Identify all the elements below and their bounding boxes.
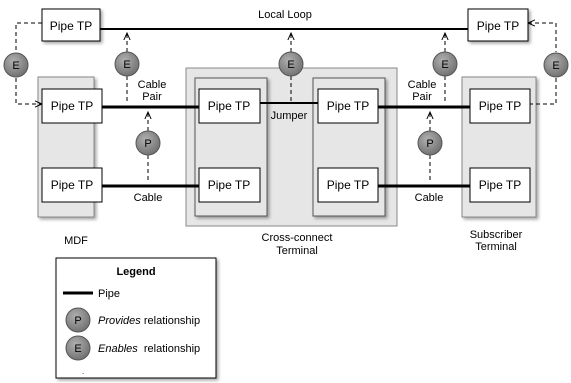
enables-letter: E <box>12 60 19 72</box>
pipe-tp-label: Pipe TP <box>327 178 369 192</box>
pipe-tp-label: Pipe TP <box>50 19 92 33</box>
pipe-tp-sub-bottom: Pipe TP <box>469 167 531 203</box>
pipe-tp-xc-left-bottom: Pipe TP <box>198 167 261 203</box>
pipe-tp-xc-right-top: Pipe TP <box>317 88 379 124</box>
enables-circle-outer-left: E <box>3 52 29 78</box>
pipe-tp-sub-top: Pipe TP <box>469 88 531 124</box>
cross-connect-label-line1: Cross-connect <box>262 232 333 244</box>
pipe-tp-label: Pipe TP <box>51 178 93 192</box>
legend-pipe-label: Pipe <box>98 288 120 300</box>
cable-pair-label-left-line1: Cable <box>138 79 167 91</box>
enables-letter: E <box>287 59 294 71</box>
provides-circle-left: P <box>135 130 161 156</box>
pipe-tp-label: Pipe TP <box>479 178 521 192</box>
legend-provides-italic: Provides <box>98 315 141 327</box>
pipe-tp-local-left: Pipe TP <box>41 8 101 42</box>
enables-letter: E <box>441 59 448 71</box>
local-loop-title: Local Loop <box>258 9 312 21</box>
enables-circle-inner-left: E <box>114 51 140 77</box>
legend-enables-label: Enables relationship <box>98 343 200 355</box>
enables-letter: E <box>123 59 130 71</box>
subscriber-label-line2: Terminal <box>475 241 517 253</box>
pipe-tp-xc-left-top: Pipe TP <box>198 88 261 124</box>
pipe-tp-label: Pipe TP <box>479 99 521 113</box>
cross-connect-label-line2: Terminal <box>276 245 318 257</box>
pipe-tp-label: Pipe TP <box>327 99 369 113</box>
legend-dot: . <box>82 367 84 376</box>
provides-letter: P <box>426 138 433 150</box>
enables-letter: E <box>74 343 81 355</box>
enables-circle-inner-right: E <box>432 51 458 77</box>
jumper-label: Jumper <box>271 110 308 122</box>
enables-circle-outer-right: E <box>543 52 569 78</box>
pipe-tp-xc-right-bottom: Pipe TP <box>317 167 379 203</box>
pipe-tp-label: Pipe TP <box>208 178 250 192</box>
pipe-tp-mdf-bottom: Pipe TP <box>41 167 103 203</box>
cable-pair-label-right-line1: Cable <box>408 79 437 91</box>
enables-circle-center: E <box>278 51 304 77</box>
legend-enables-rest: relationship <box>138 343 200 355</box>
legend-title: Legend <box>116 266 155 278</box>
cable-label-right: Cable <box>415 192 444 204</box>
legend-provides-rest: relationship <box>141 315 200 327</box>
pipe-tp-label: Pipe TP <box>51 99 93 113</box>
legend-enables-italic: Enables <box>98 343 138 355</box>
cable-pair-label-left-line2: Pair <box>142 91 162 103</box>
legend-provides-label: Provides relationship <box>98 315 200 327</box>
cable-label-left: Cable <box>134 192 163 204</box>
legend: Legend Pipe P Provides relationship E En… <box>55 257 217 379</box>
provides-letter: P <box>144 138 151 150</box>
enables-letter: E <box>552 60 559 72</box>
pipe-tp-local-right: Pipe TP <box>467 8 529 42</box>
cable-pair-label-right-line2: Pair <box>412 91 432 103</box>
provides-letter: P <box>74 315 81 327</box>
pipe-tp-mdf-top: Pipe TP <box>41 88 103 124</box>
mdf-label: MDF <box>64 235 88 247</box>
legend-provides-circle: P <box>65 307 91 333</box>
legend-enables-circle: E <box>65 335 91 361</box>
pipe-tp-label: Pipe TP <box>477 19 519 33</box>
relationship-dashes <box>15 23 557 182</box>
pipe-tp-label: Pipe TP <box>208 99 250 113</box>
subscriber-label-line1: Subscriber <box>470 229 523 241</box>
provides-circle-right: P <box>417 130 443 156</box>
